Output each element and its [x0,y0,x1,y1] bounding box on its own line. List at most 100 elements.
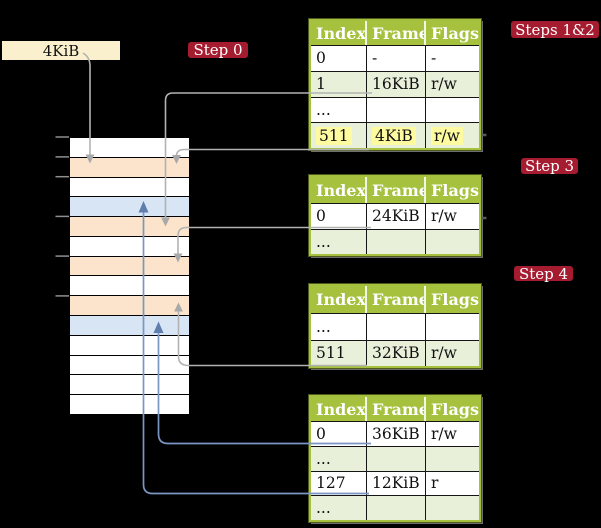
table-cell: - [367,46,426,71]
badge-step-3: Step 3 [521,157,578,175]
table-cell: 16KiB [367,71,426,97]
table-row: 0 -- [311,45,479,71]
badge-step-3-label: Step 3 [524,157,575,175]
cell-value: 16KiB [372,75,420,94]
table-cell: 32KiB [367,340,426,366]
table-cell: 511 [311,340,367,366]
table-cell: 12KiB [367,471,426,496]
table-cell: 0 [311,46,367,71]
badge-steps-1-2-label: Steps 1&2 [515,20,595,39]
table-cell [426,98,479,123]
column-header-flags: Flags [431,399,479,419]
cell-value: 24KiB [372,207,420,226]
column-header-frame: Frame [367,397,426,421]
cell-value: ... [316,449,331,468]
table-cell: 0 [311,204,367,229]
cell-value: r/w [431,424,457,443]
table-cell [367,229,426,254]
table-cell [426,447,479,471]
cell-value: 4KiB [372,126,416,145]
table-row: ... [311,445,479,471]
memory-frame-pagetable [70,157,189,178]
arrow-entry511-to-frame-4kib [175,148,369,157]
memory-frame-pagetable [70,296,189,317]
physical-memory-column [69,137,190,415]
table-cell: ... [311,229,367,254]
table-cell: ... [311,97,367,123]
page-size-label: 4KiB [42,41,80,60]
badge-step-4: Step 4 [514,264,573,283]
table-cell: r/w [426,422,479,446]
column-header-index: Index [311,397,367,421]
column-header-frame: Frame [367,177,426,203]
memory-frame-free [70,236,189,257]
table-cell: r/w [426,341,479,367]
cell-value: r/w [431,207,457,226]
table-row: 511 32KiB r/w [311,339,479,367]
column-header-flags: Flags [431,23,479,43]
cell-value: ... [316,317,331,336]
badge-step-0-label: Step 0 [193,41,243,59]
memory-frame-pagetable [70,217,189,237]
table-row: 0 24KiB r/w [311,203,479,229]
table-cell: ... [311,446,367,471]
memory-frame-free [70,335,189,356]
table-row: ... [311,228,479,255]
memory-frame-datapage [70,316,189,336]
column-header-index: Index [311,21,367,45]
badge-steps-1-2: Steps 1&2 [511,20,599,39]
table-cell [426,230,479,255]
cell-value: 0 [316,207,326,226]
table-row: 511 4KiB r/w [311,122,479,148]
table-cell: - [426,46,479,71]
badge-step-4-label: Step 4 [518,264,569,283]
column-header-flags: Flags [431,290,479,309]
table-cell: 1 [311,71,367,97]
table-cell: 4KiB [367,123,426,148]
table-cell: ... [311,314,367,340]
cell-value: 0 [316,49,326,68]
column-header-flags: Flags [431,180,479,200]
column-header-frame: Frame [367,286,426,313]
badge-step-0: Step 0 [188,41,248,59]
table-row: ... [311,313,479,340]
cell-value: ... [316,100,331,119]
cell-value: r/w [431,126,463,145]
table-row: ... [311,495,479,520]
cell-value: 32KiB [372,344,420,363]
table-cell [367,496,426,520]
table-cell: 36KiB [367,422,426,446]
cell-value: r/w [431,344,457,363]
memory-frame-pagetable [70,256,189,277]
table-row: ... [311,96,479,123]
cell-value: ... [316,499,331,518]
table-cell [426,496,479,520]
cell-value: 511 [316,344,346,363]
edge-dashes [481,133,487,220]
memory-frame-free [70,395,189,414]
column-header-frame: Frame [367,21,426,45]
memory-frame-free [70,355,189,376]
table-row: 127 12KiB r [311,470,479,496]
table-cell: 0 [311,422,367,446]
cell-value: - [431,49,437,68]
memory-frame-free [70,276,189,297]
table-cell: r/w [426,123,479,148]
column-header-index: Index [311,177,367,203]
column-header-index: Index [311,286,367,313]
table-cell: 511 [311,123,367,148]
table-cell: 127 [311,471,367,496]
cell-value: r [431,474,439,493]
cell-value: 127 [316,474,346,493]
table-cell: ... [311,496,367,520]
memory-boundary-ticks [55,136,69,297]
